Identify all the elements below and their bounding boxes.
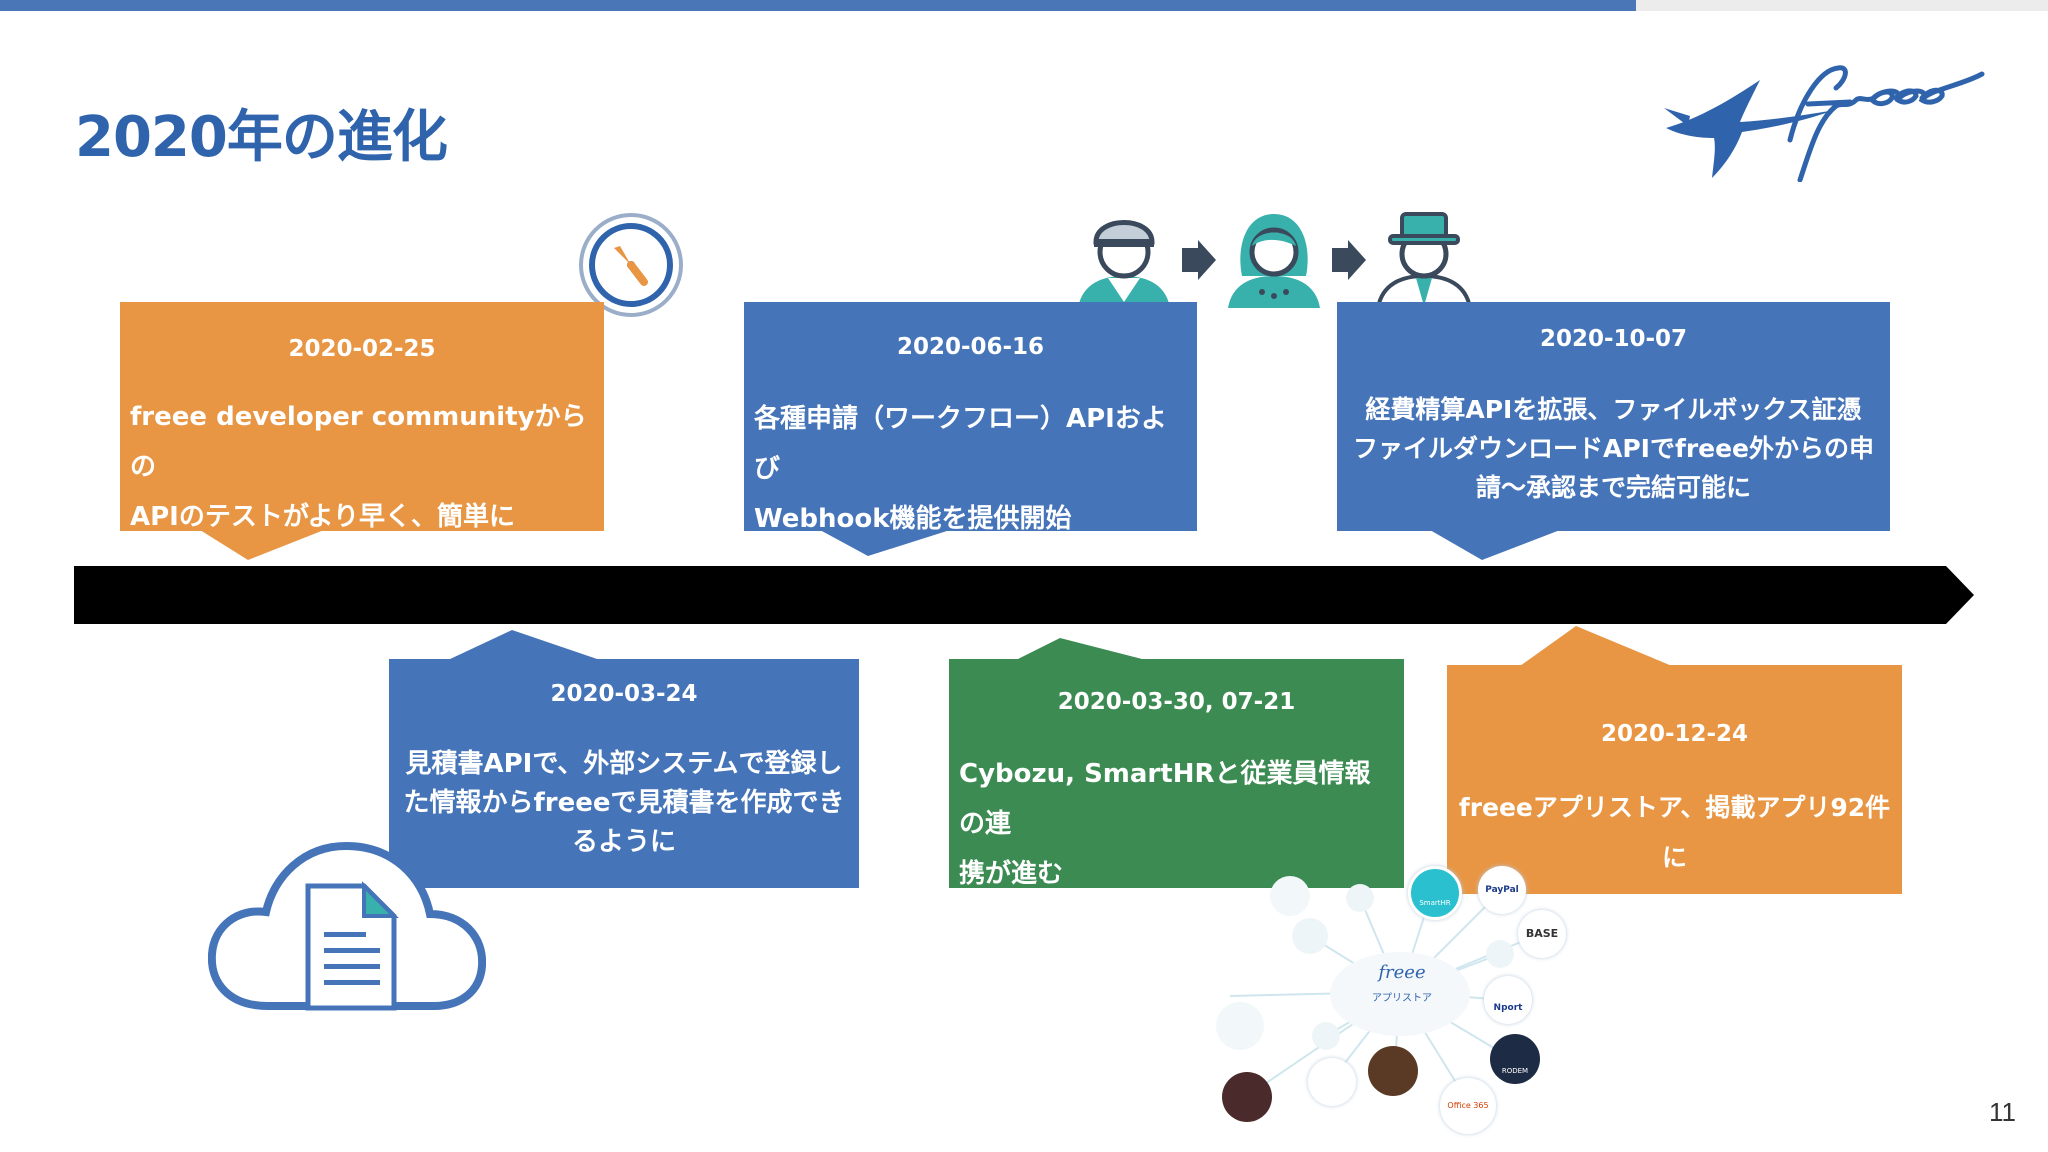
timeline-arrow [74,566,1974,624]
app-store-network-graphic: freee アプリストア SmartHR PayPal BASE Nport R… [1200,866,1600,1138]
callout-pointer [820,530,950,556]
event-description: 各種申請（ワークフロー）APIおよび Webhook機能を提供開始 [754,394,1187,544]
rodem-app-icon: RODEM [1490,1034,1540,1084]
event-card-2020-10-07: 2020-10-07 経費精算APIを拡張、ファイルボックス証憑 ファイルダウン… [1337,302,1890,531]
event-date: 2020-10-07 [1539,326,1688,352]
page-number: 11 [1989,1097,2016,1127]
event-line: るように [571,827,676,857]
callout-pointer [200,530,324,560]
top-accent-bar-gray [1636,0,2048,11]
event-line: 経費精算APIを拡張、ファイルボックス証憑 [1365,395,1862,424]
event-line: 各種申請（ワークフロー）APIおよび [754,404,1167,484]
event-date: 2020-12-24 [1600,721,1749,747]
event-description: Cybozu, SmartHRと従業員情報の連 携が進む [959,749,1394,899]
arrow-right-icon [1182,240,1216,280]
event-line: ファイルダウンロードAPIでfreee外からの申 [1352,434,1875,463]
top-accent-bar [0,0,1636,11]
freee-logo-icon [1664,65,1985,182]
app-store-center: freee アプリストア [1332,962,1472,1022]
event-card-2020-03-24: 2020-03-24 見積書APIで、外部システムで登録し た情報からfreee… [389,659,859,888]
event-description: 経費精算APIを拡張、ファイルボックス証憑 ファイルダウンロードAPIでfree… [1347,390,1880,507]
event-card-2020-02-25: 2020-02-25 freee developer communityからの … [120,302,604,532]
smarthr-app-icon: SmartHR [1408,866,1462,920]
callout-pointer [448,630,600,660]
callout-pointer [1016,638,1146,660]
event-description: freee developer communityからの APIのテストがより早… [130,392,594,542]
event-description: freeeアプリストア、掲載アプリ92件に [1457,783,1892,883]
event-card-2020-12-24: 2020-12-24 freeeアプリストア、掲載アプリ92件に [1447,665,1902,894]
paypal-app-icon: PayPal [1478,866,1526,914]
event-line: 請〜承認まで完結可能に [1475,473,1751,502]
cloud-document-icon [208,841,486,1011]
woman-avatar-icon [1228,214,1320,308]
event-line: 携が進む [959,859,1064,889]
freee-logo-small: freee [1378,962,1426,983]
callout-pointer [1430,530,1560,560]
event-line: APIのテストがより早く、簡単に [130,502,516,532]
event-line: freee developer communityからの [130,402,587,482]
event-date: 2020-03-24 [550,681,698,707]
event-date: 2020-06-16 [896,334,1045,360]
app-icon [1222,1072,1272,1122]
event-date: 2020-02-25 [288,336,436,362]
callout-pointer [1520,626,1672,666]
event-card-2020-03-30: 2020-03-30, 07-21 Cybozu, SmartHRと従業員情報の… [949,659,1404,889]
event-line: 見積書APIで、外部システムで登録し [405,749,843,779]
base-app-icon: BASE [1518,910,1566,958]
arrow-right-icon [1332,240,1366,280]
event-line: Webhook機能を提供開始 [754,504,1072,534]
office365-app-icon: Office 365 [1440,1078,1496,1134]
event-description: 見積書APIで、外部システムで登録し た情報からfreeeで見積書を作成でき る… [399,745,849,862]
app-store-label: アプリストア [1372,993,1432,1004]
event-card-2020-06-16: 2020-06-16 各種申請（ワークフロー）APIおよび Webhook機能を… [744,302,1197,534]
nport-app-icon: Nport [1484,976,1532,1024]
event-date: 2020-03-30, 07-21 [1057,689,1296,715]
event-line: Cybozu, SmartHRと従業員情報の連 [959,759,1371,839]
worker-avatar-icon [1078,220,1170,308]
network-lines [1216,876,1541,1103]
event-line: た情報からfreeeで見積書を作成でき [403,788,845,818]
event-line: freeeアプリストア、掲載アプリ92件に [1458,793,1891,872]
gentleman-avatar-icon [1375,212,1473,308]
app-icon [1308,1058,1356,1106]
package-app-icon [1368,1046,1418,1096]
slide-title: 2020年の進化 [75,105,448,170]
stopwatch-icon [579,213,683,317]
